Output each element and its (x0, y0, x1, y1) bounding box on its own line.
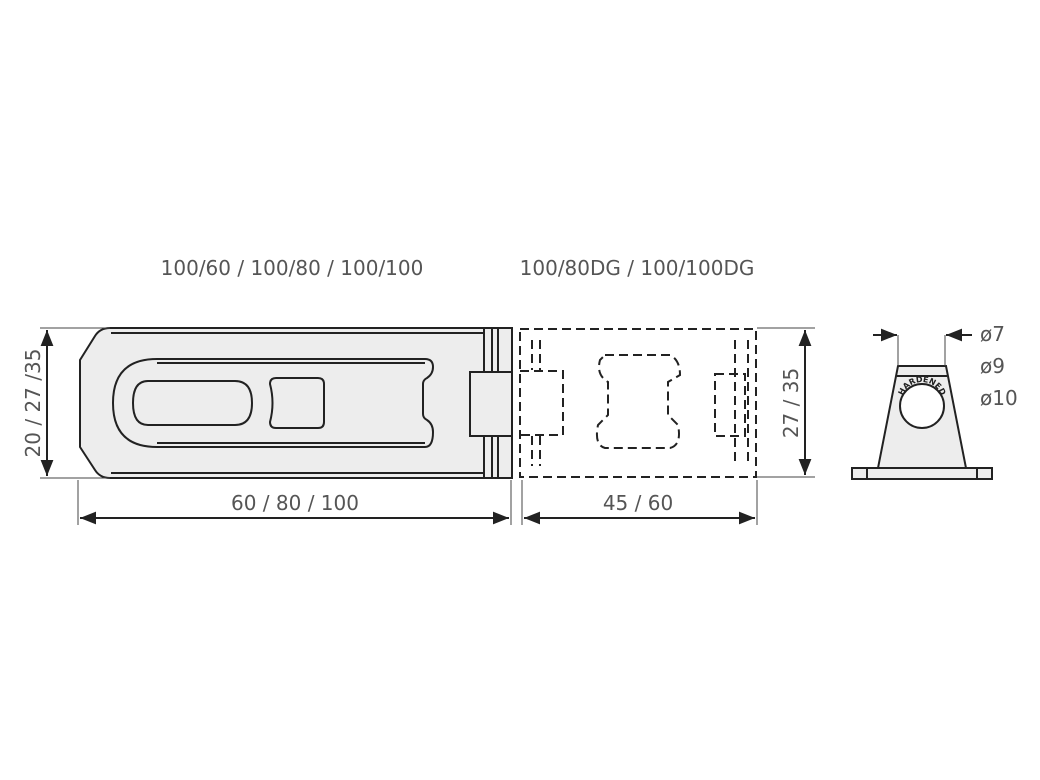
dg-staple-hidden-outline (519, 328, 757, 478)
diameter-10: ø10 (980, 386, 1018, 410)
hasp-models-title: 100/60 / 100/80 / 100/100 (161, 256, 424, 280)
diameter-9: ø9 (980, 354, 1005, 378)
dimension-lines (40, 327, 972, 525)
diameter-7: ø7 (980, 322, 1005, 346)
hasp-length-dimension: 60 / 80 / 100 (231, 491, 359, 515)
staple-side-view: HARDENED (851, 365, 993, 480)
hasp-plate (79, 327, 513, 479)
hasp-width-dimension: 20 / 27 /35 (21, 349, 45, 458)
staple-length-dimension: 45 / 60 (603, 491, 673, 515)
staple-width-dimension: 27 / 35 (779, 368, 803, 438)
dg-models-title: 100/80DG / 100/100DG (520, 256, 755, 280)
